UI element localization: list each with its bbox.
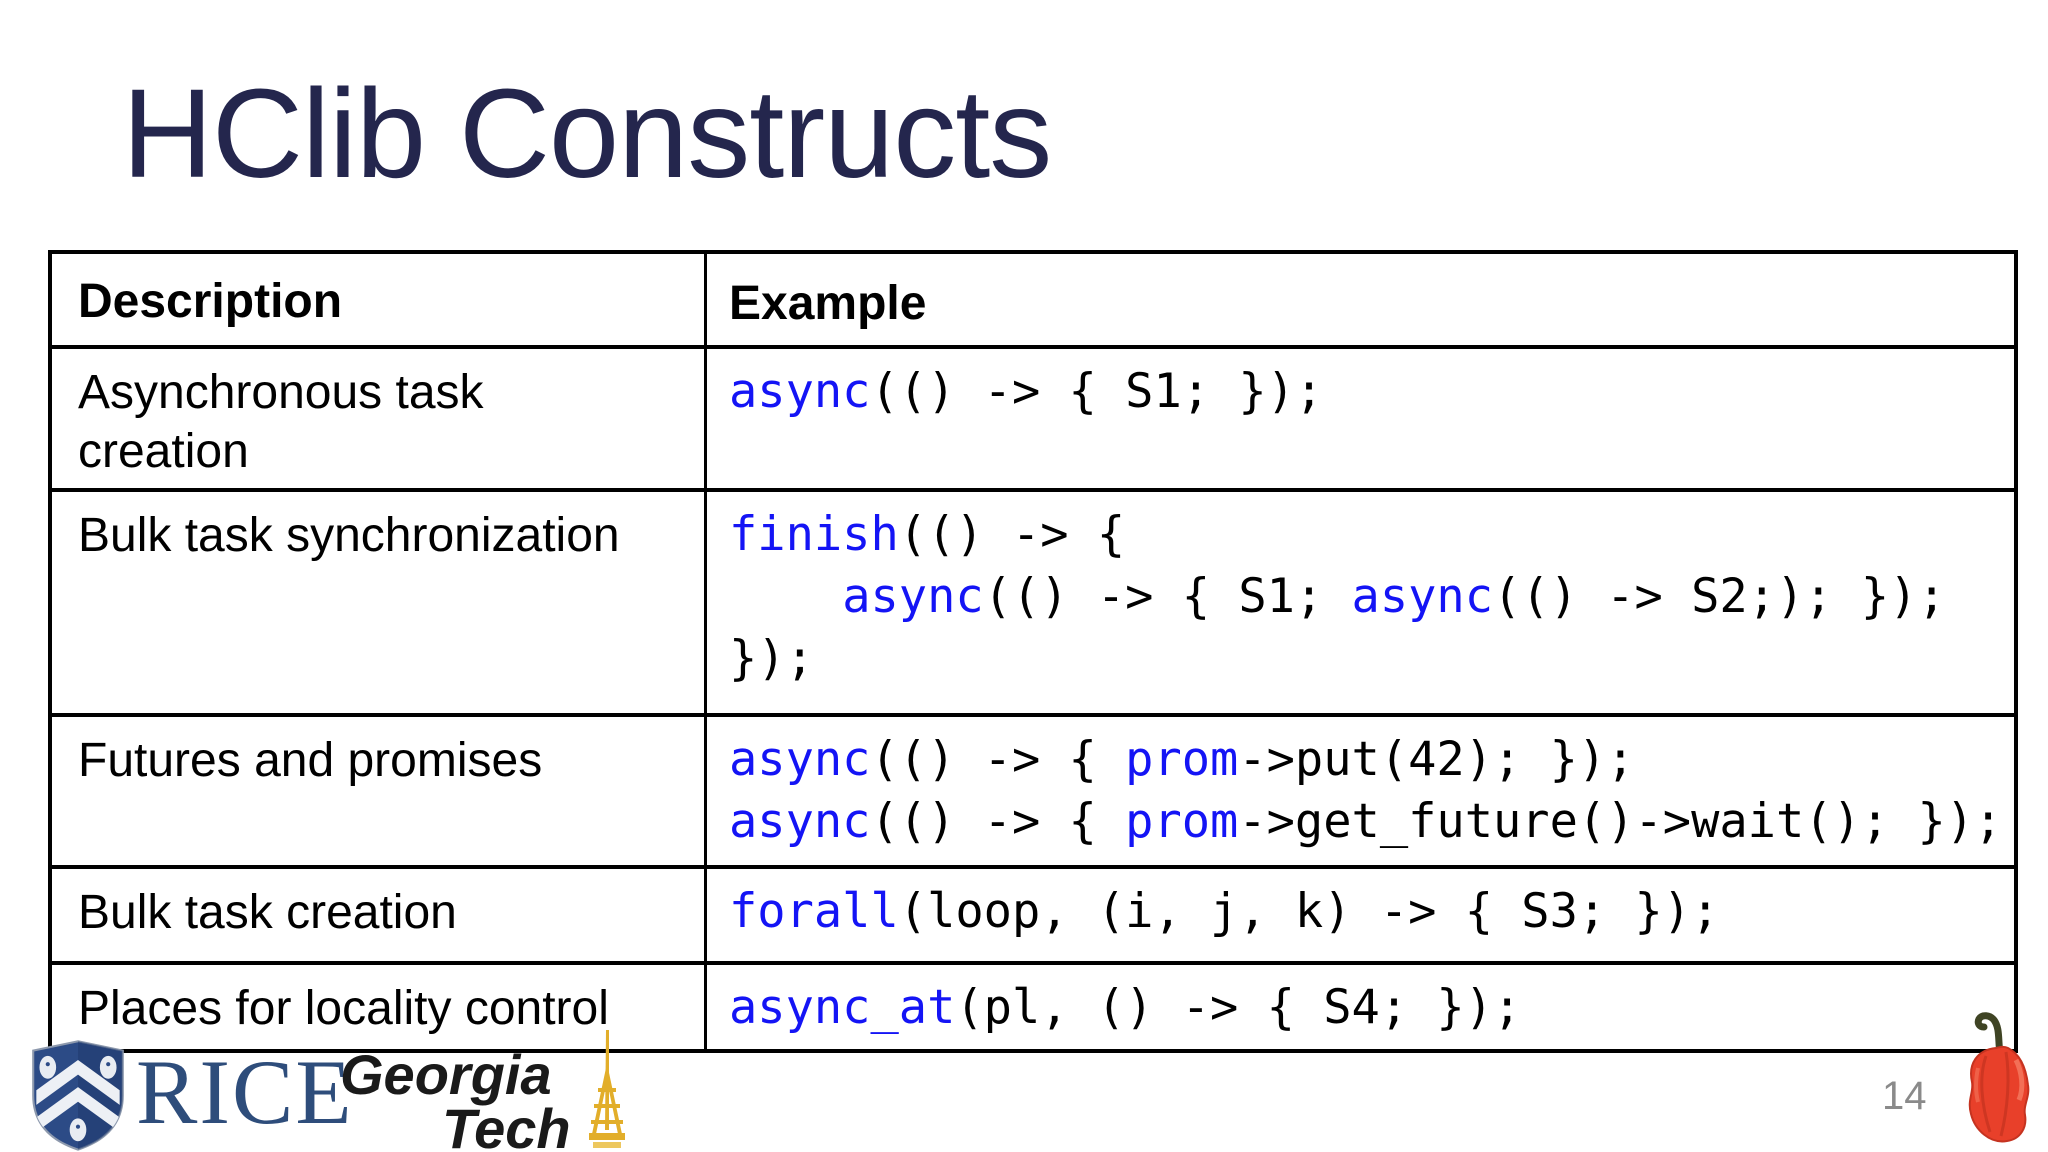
example-cell: async(() -> { S1; }); — [707, 349, 2014, 488]
georgia-tech-wordmark: Georgia Tech — [340, 1043, 571, 1152]
code-keyword: async — [729, 732, 871, 787]
code-text: (() -> { — [870, 732, 1126, 787]
tech-tower-icon — [589, 1030, 625, 1148]
code-text — [729, 569, 842, 624]
table-row: Places for locality control async_at(pl, … — [52, 961, 2014, 1049]
example-cell: forall(loop, (i, j, k) -> { S3; }); — [707, 869, 2014, 961]
description-cell: Places for locality control — [52, 965, 707, 1049]
code-text: ->put(42); }); — [1238, 732, 1635, 787]
code-line: async(() -> { S1; }); — [729, 361, 2014, 423]
code-line: }); — [729, 628, 2014, 690]
code-text: (() -> { S1; — [983, 569, 1352, 625]
code-keyword: async — [842, 569, 984, 625]
description-cell: Asynchronous task creation — [52, 349, 707, 488]
code-text: (pl, () -> { S4; }); — [955, 980, 1522, 1035]
example-cell: async_at(pl, () -> { S4; }); — [707, 965, 2014, 1049]
code-keyword: async — [729, 794, 871, 850]
habanero-pepper-icon — [1968, 1012, 2030, 1143]
code-line: async_at(pl, () -> { S4; }); — [729, 977, 2014, 1039]
code-keyword: finish — [729, 507, 899, 562]
page-title: HClib Constructs — [122, 63, 1052, 204]
code-keyword: prom — [1125, 732, 1239, 787]
example-cell: async(() -> { prom->put(42); });async(()… — [707, 717, 2014, 865]
code-text: (() -> { — [870, 794, 1126, 850]
code-text: (() -> { S1; }); — [870, 364, 1324, 419]
table-row: Bulk task synchronization finish (() -> { … — [52, 488, 2014, 713]
code-line: async(() -> { S1; async(() -> S2;); }); — [729, 566, 2014, 628]
georgia-tech-line2: Tech — [442, 1096, 571, 1152]
description-cell: Futures and promises — [52, 717, 707, 865]
code-line: forall(loop, (i, j, k) -> { S3; }); — [729, 881, 2014, 943]
code-text: (() -> { — [898, 507, 1126, 562]
table-row: Bulk task creation forall(loop, (i, j, k)… — [52, 865, 2014, 961]
rice-wordmark: RICE — [136, 1041, 354, 1143]
table-row: Asynchronous task creation async(() -> { … — [52, 345, 2014, 488]
code-text: (() -> S2;); }); — [1493, 569, 1946, 625]
table-header-row: Description Example — [52, 254, 2014, 345]
code-keyword: prom — [1125, 794, 1239, 850]
rice-shield-icon — [32, 1040, 124, 1151]
georgia-tech-line1: Georgia — [340, 1043, 552, 1106]
code-keyword: async_at — [729, 980, 956, 1035]
code-text: (loop, (i, j, k) -> { S3; }); — [898, 884, 1720, 939]
description-cell: Bulk task synchronization — [52, 492, 707, 713]
example-cell: finish(() -> { async(() -> { S1; async((… — [707, 492, 2014, 713]
code-text: ->get_future()->wait(); }); — [1238, 794, 2003, 850]
header-example: Example — [729, 277, 927, 330]
code-text: }); — [729, 631, 814, 687]
description-cell: Bulk task creation — [52, 869, 707, 961]
code-keyword: async — [1351, 569, 1494, 625]
page-number: 14 — [1882, 1074, 1927, 1118]
code-line: async(() -> { prom->put(42); }); — [729, 729, 2014, 791]
code-keyword: async — [729, 364, 871, 419]
header-description: Description — [52, 254, 707, 345]
code-line: finish(() -> { — [729, 504, 2014, 566]
constructs-table: Description Example Asynchronous task cr… — [48, 250, 2018, 1053]
code-line: async(() -> { prom->get_future()->wait()… — [729, 791, 2014, 853]
code-keyword: forall — [729, 884, 899, 939]
